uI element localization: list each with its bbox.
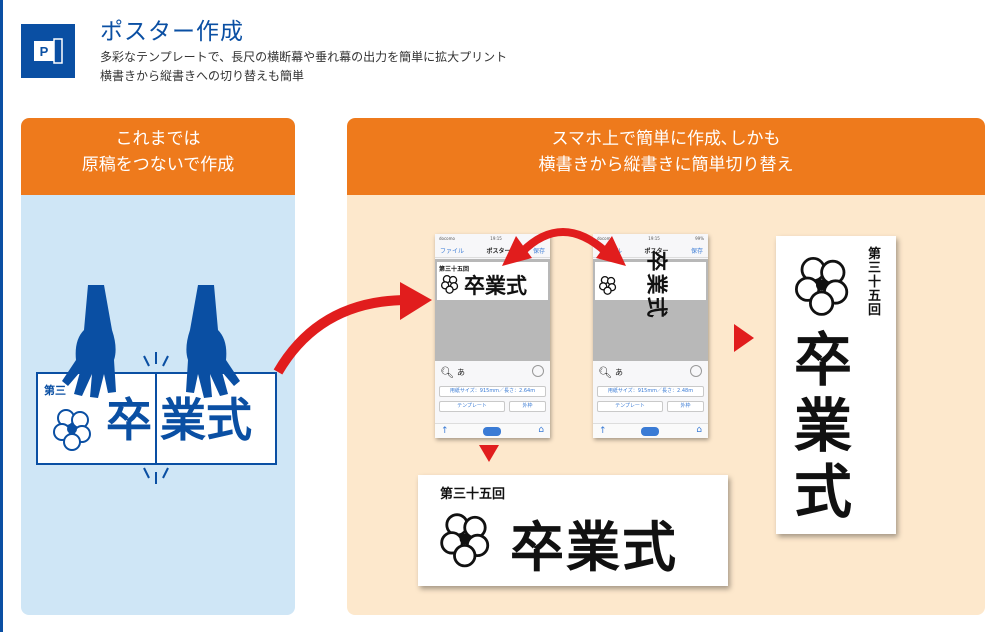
template-button[interactable]: テンプレート <box>439 401 505 412</box>
template-button[interactable]: テンプレート <box>597 401 663 412</box>
right-hand-icon <box>186 285 240 398</box>
nav-title: ポスター <box>486 248 511 255</box>
page-title: ポスター作成 <box>100 19 244 45</box>
before-banner: これまでは 原稿をつないで作成 <box>21 118 295 195</box>
search-icon[interactable]: 🔍︎ <box>598 366 612 379</box>
status-carrier: docomo <box>597 236 613 241</box>
vertical-big-text-2: 業 <box>794 392 853 460</box>
vertical-small-text: 第三十五回 <box>868 247 882 318</box>
status-battery: 99% <box>695 236 704 241</box>
printed-horizontal-poster: 第三十五回 卒業式 <box>418 475 728 586</box>
poster-preview-rotated[interactable]: 卒業式 <box>595 251 706 320</box>
swap-arrow <box>519 228 609 255</box>
printed-vertical-banner: 第三十五回 卒 業 式 <box>776 236 896 534</box>
preview-small-text: 第三十五回 <box>439 266 470 273</box>
vertical-big-text-1: 卒 <box>794 326 853 394</box>
powerpoint-logo-icon: P <box>21 24 75 78</box>
stamp-icon[interactable] <box>532 365 544 377</box>
stamp-icon[interactable] <box>690 365 702 377</box>
printer-icon[interactable] <box>641 427 659 436</box>
before-panel: これまでは 原稿をつないで作成 <box>21 118 295 615</box>
search-text: あ <box>457 368 465 377</box>
transition-arrow <box>273 295 409 375</box>
before-banner-line-2: 原稿をつないで作成 <box>81 155 235 175</box>
after-banner-line-1: スマホ上で簡単に作成､しかも <box>551 129 781 149</box>
printer-icon[interactable] <box>483 427 501 436</box>
horizontal-big-text: 卒業式 <box>510 515 678 579</box>
sign-big-text-1: 卒 <box>106 393 152 447</box>
status-time: 19:15 <box>490 236 502 241</box>
home-icon[interactable]: ⌂ <box>696 425 702 435</box>
nav-save-button[interactable]: 保存 <box>690 248 703 255</box>
cherry-blossom-icon <box>795 257 849 316</box>
page-subtitle-2: 横書きから縦書きへの切り替えも簡単 <box>100 69 305 83</box>
phone-screen-horizontal: docomo 19:15 99% ファイル ポスター 保存 第三十五回 卒業式 … <box>435 234 550 438</box>
status-time: 19:15 <box>648 236 660 241</box>
sheet-seam <box>155 374 157 463</box>
share-icon[interactable]: ↑ <box>599 426 607 436</box>
after-banner: スマホ上で簡単に作成､しかも 横書きから縦書きに簡単切り替え <box>347 118 985 195</box>
paper-size-button[interactable]: 用紙サイズ：915mm／長さ：2.64m <box>439 386 546 397</box>
horizontal-small-text: 第三十五回 <box>440 487 506 502</box>
nav-file-button[interactable]: ファイル <box>440 248 465 255</box>
status-carrier: docomo <box>439 236 455 241</box>
accent-bar <box>0 0 3 632</box>
left-hand-icon <box>62 285 116 398</box>
down-arrow-icon <box>479 445 499 462</box>
poster-preview[interactable]: 第三十五回 卒業式 <box>437 262 548 300</box>
nav-save-button[interactable]: 保存 <box>532 248 545 255</box>
transition-arrow-head <box>400 282 432 320</box>
sign-small-text: 第三 <box>44 384 66 397</box>
sign-big-text-2: 業式 <box>160 393 252 447</box>
cherry-blossom-icon <box>53 409 91 451</box>
swap-arrow-head-left <box>502 236 532 266</box>
nav-title: ポスター <box>644 248 669 255</box>
after-banner-line-2: 横書きから縦書きに簡単切り替え <box>538 155 794 175</box>
page-subtitle-1: 多彩なテンプレートで、長尺の横断幕や垂れ幕の出力を簡単に拡大プリント <box>100 50 508 64</box>
vertical-big-text-3: 式 <box>794 458 853 526</box>
frame-button[interactable]: 外枠 <box>667 401 704 412</box>
cherry-blossom-icon <box>440 274 459 294</box>
phone-screen-vertical: docomo 19:15 99% ファイル ポスター 保存 卒業式 🔍︎ あ 用… <box>593 234 708 438</box>
seam-mark-icon <box>143 352 169 484</box>
preview-big-text: 卒業式 <box>464 273 527 298</box>
swap-arrow-head-right <box>596 236 626 266</box>
search-text: あ <box>615 368 623 377</box>
cherry-blossom-icon <box>440 513 490 568</box>
frame-button[interactable]: 外枠 <box>509 401 546 412</box>
home-icon[interactable]: ⌂ <box>538 425 544 435</box>
before-banner-line-1: これまでは <box>115 129 201 149</box>
cherry-blossom-icon <box>598 275 617 295</box>
share-icon[interactable]: ↑ <box>441 426 449 436</box>
paper-size-button[interactable]: 用紙サイズ：915mm／長さ：2.48m <box>597 386 704 397</box>
right-arrow-icon <box>734 324 754 352</box>
search-icon[interactable]: 🔍︎ <box>440 366 454 379</box>
joined-sign-illustration: 第三 卒 業式 <box>36 372 277 465</box>
svg-text:P: P <box>40 44 49 59</box>
